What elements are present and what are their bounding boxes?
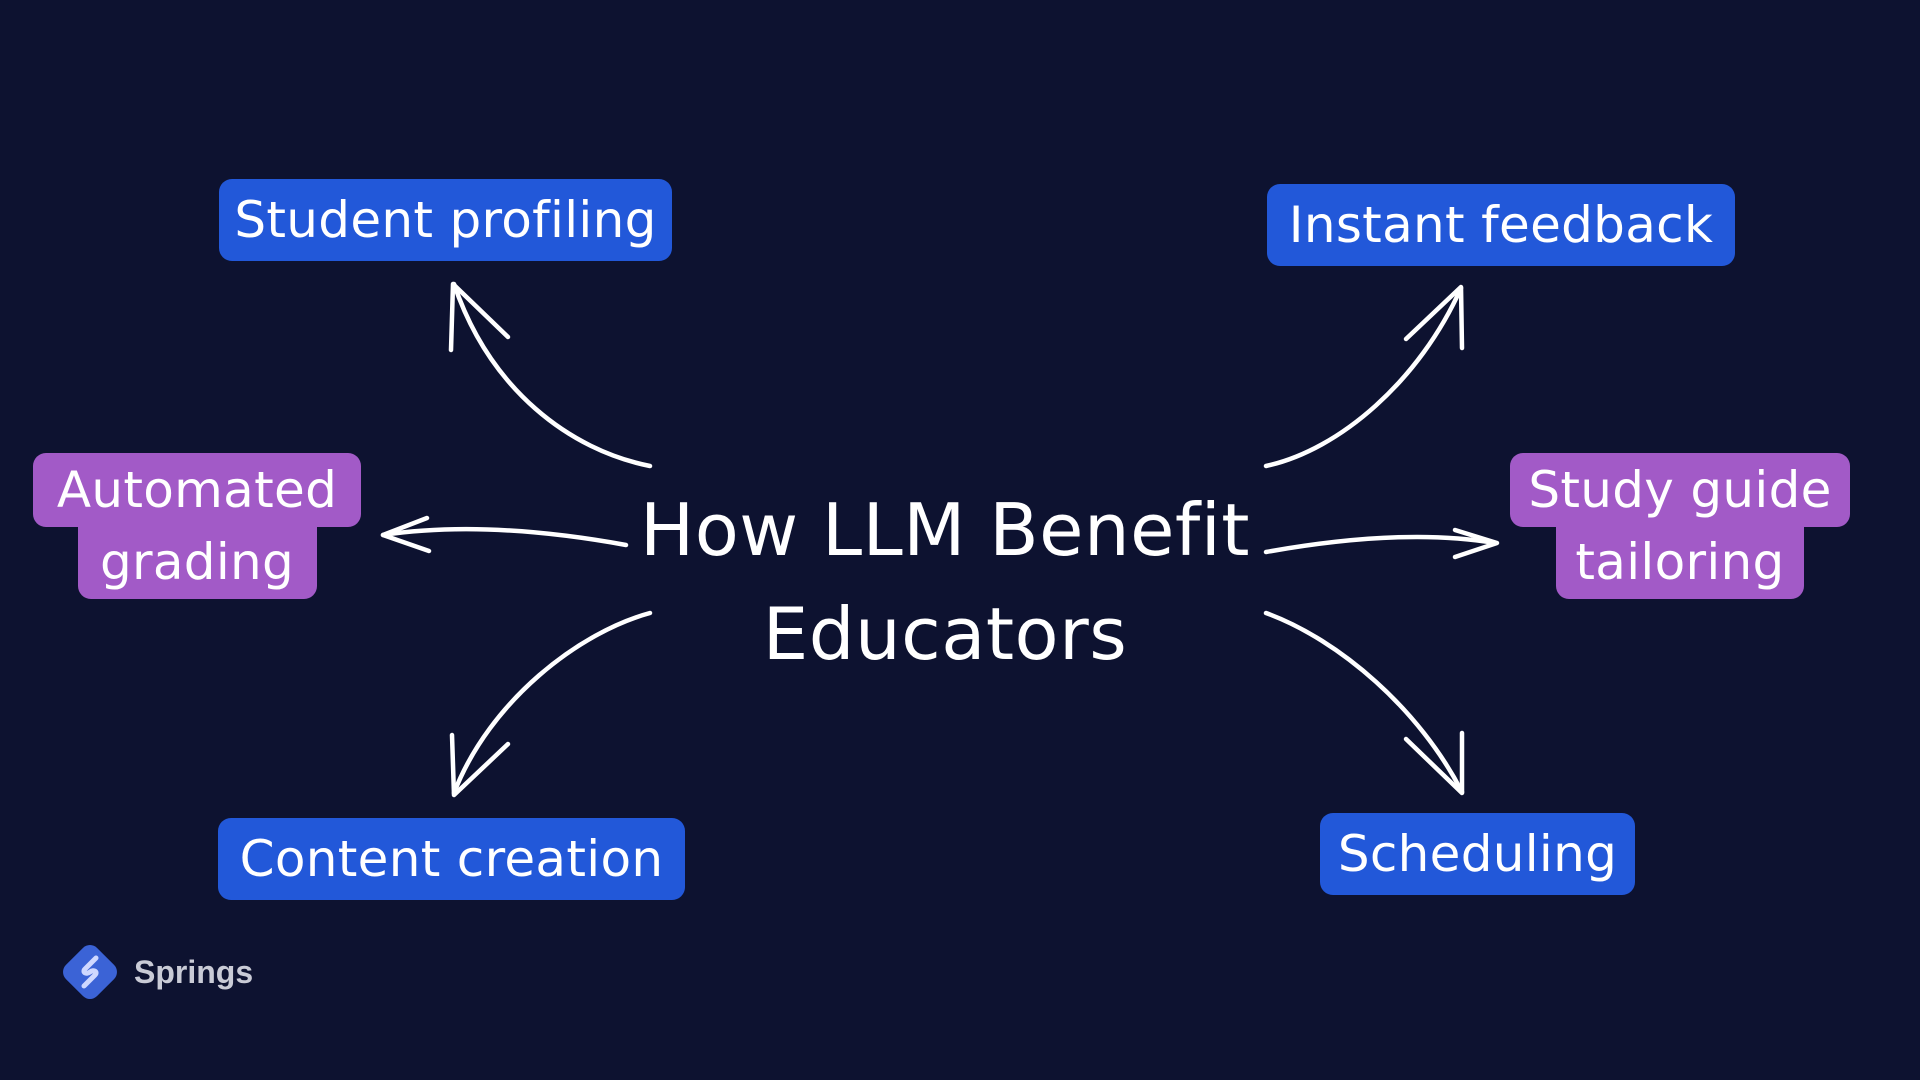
brand-name: Springs	[134, 954, 254, 990]
node-automated-grading: Automated grading	[33, 453, 361, 599]
arrow-scheduling	[1263, 610, 1465, 796]
node-study-guide-tailoring-line-2: tailoring	[1556, 525, 1804, 599]
node-instant-feedback: Instant feedback	[1267, 184, 1735, 266]
arrow-instant-feedback	[1263, 284, 1465, 469]
springs-logo-icon	[63, 945, 117, 999]
arrow-study-guide	[1263, 527, 1500, 560]
center-title: How LLM Benefit Educators	[640, 478, 1250, 686]
center-title-line-1: How LLM Benefit	[640, 488, 1250, 572]
center-title-line-2: Educators	[762, 592, 1128, 676]
node-study-guide-tailoring-line-1: Study guide	[1510, 453, 1850, 527]
arrow-automated-grading	[380, 515, 629, 554]
arrow-student-profiling	[448, 281, 653, 469]
node-scheduling: Scheduling	[1320, 813, 1635, 895]
arrow-content-creation	[449, 610, 653, 798]
node-study-guide-tailoring: Study guide tailoring	[1510, 453, 1850, 599]
node-student-profiling: Student profiling	[219, 179, 672, 261]
node-automated-grading-line-1: Automated	[33, 453, 361, 527]
node-automated-grading-line-2: grading	[77, 525, 317, 599]
node-content-creation: Content creation	[218, 818, 685, 900]
